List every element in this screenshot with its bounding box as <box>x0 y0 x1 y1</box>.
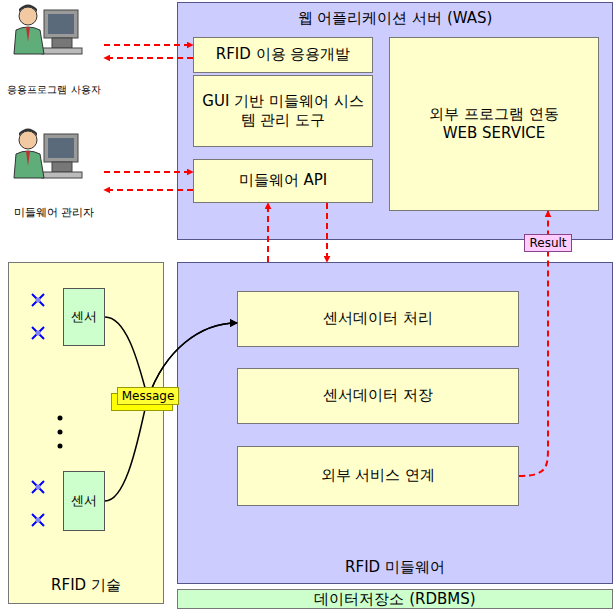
process-box: RFID 이용 응용개발 <box>193 37 373 73</box>
node-text: 센서 <box>71 493 97 510</box>
node-text: 센서데이터 처리 <box>323 309 433 329</box>
process-box: GUI 기반 미들웨어 시스템 관리 도구 <box>193 75 373 147</box>
node-text: RFID 기술 <box>51 576 121 596</box>
node-text: 센서데이터 저장 <box>323 386 433 406</box>
process-box: 외부 서비스 연계 <box>237 446 519 506</box>
edge-label: Result <box>524 234 571 252</box>
node-text: GUI 기반 미들웨어 시스템 관리 도구 <box>202 92 364 131</box>
node-text: 외부 프로그램 연동 WEB SERVICE <box>410 105 578 144</box>
node-text: 센서 <box>71 309 97 326</box>
server-panel: 웹 어플리케이션 서버 (WAS) RFID 이용 응용개발 GUI 기반 미들웨어… <box>177 2 613 240</box>
user-actor: 응용프로그램 사용자 <box>4 2 104 98</box>
sensor-box: 센서 <box>63 288 105 346</box>
storage-band: 데이터저장소 (RDBMS) <box>177 589 613 609</box>
node-text: 응용프로그램 사용자 <box>7 83 100 96</box>
node-text: 미들웨어 관리자 <box>14 206 95 220</box>
process-box: 센서데이터 처리 <box>237 291 519 347</box>
user-icon <box>14 129 82 179</box>
node-text: 외부 서비스 연계 <box>321 466 436 486</box>
user-icon <box>14 5 82 55</box>
process-box: 미들웨어 API <box>193 159 373 203</box>
message-tag: Message <box>117 387 180 405</box>
node-text: 데이터저장소 (RDBMS) <box>314 590 475 608</box>
node-text: 미들웨어 API <box>239 171 328 191</box>
sensor-box: 센서 <box>63 471 105 531</box>
middleware-panel: RFID 미들웨어 센서데이터 처리센서데이터 저장외부 서비스 연계 <box>177 262 613 584</box>
process-box: 외부 프로그램 연동 WEB SERVICE <box>389 37 599 211</box>
technology-panel: RFID 기술센서센서 <box>8 262 164 604</box>
process-box: 센서데이터 저장 <box>237 368 519 424</box>
user-actor: 미들웨어 관리자 <box>4 118 104 222</box>
node-text: 웹 어플리케이션 서버 (WAS) <box>298 9 493 29</box>
node-text: RFID 미들웨어 <box>345 558 445 578</box>
node-text: RFID 이용 응용개발 <box>216 45 351 65</box>
